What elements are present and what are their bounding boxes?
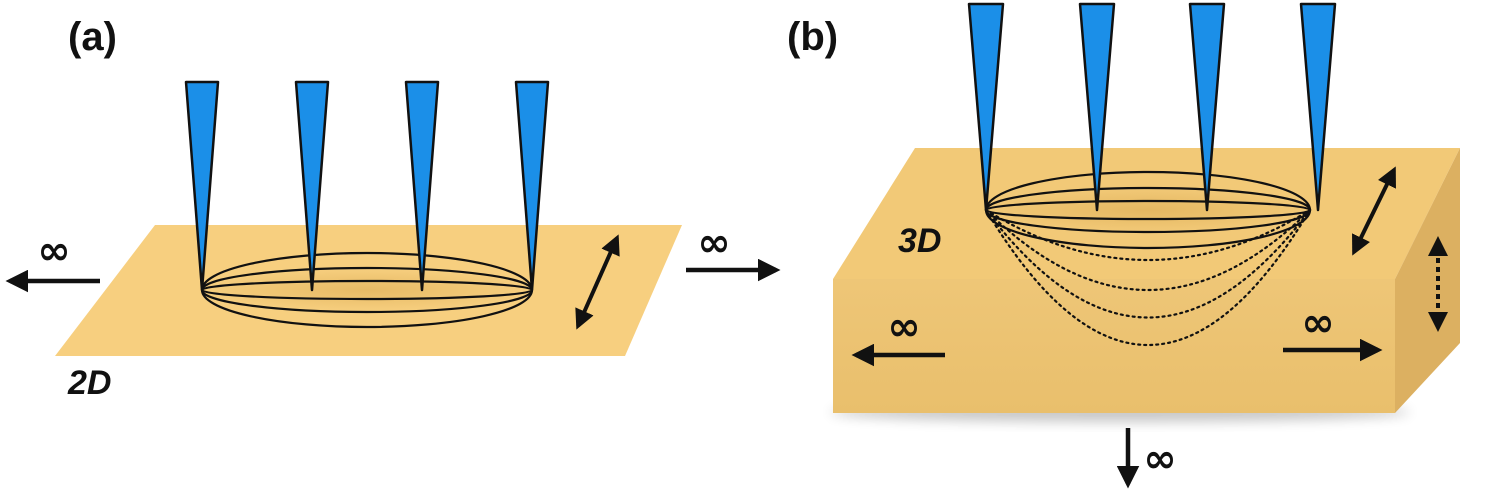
- probe-tips: [967, 2, 1337, 212]
- infinity-label: ∞: [1143, 436, 1176, 482]
- probe-tips: [184, 80, 550, 292]
- probe-tip-icon: [184, 80, 220, 292]
- infinity-label: ∞: [887, 304, 920, 350]
- probe-tip-icon: [1188, 2, 1226, 212]
- panel-a-label: (a): [68, 15, 117, 59]
- probe-tip-icon: [1078, 2, 1116, 212]
- dimension-label-3d: 3D: [898, 222, 941, 260]
- probe-tip-icon: [1299, 2, 1337, 212]
- infinity-label: ∞: [697, 220, 730, 266]
- contact-shadow: [197, 268, 537, 312]
- block-front-face: [833, 279, 1395, 413]
- infinity-label: ∞: [37, 228, 70, 274]
- double-arrow-icon: [1352, 166, 1396, 256]
- dimension-label-2d: 2D: [67, 364, 111, 402]
- double-arrow-icon: [575, 234, 620, 330]
- probe-tip-icon: [514, 80, 550, 292]
- probe-tip-icon: [294, 80, 330, 292]
- bulk-current-paths: [984, 208, 1312, 346]
- panel-b-label: (b): [787, 15, 838, 59]
- panel-b: (b) 3D ∞ ∞: [787, 2, 1460, 489]
- probe-tip-icon: [967, 2, 1005, 212]
- panel-a: (a) ∞ ∞ 2D: [5, 15, 781, 402]
- probe-tip-icon: [404, 80, 440, 292]
- block-side-face: [1395, 148, 1460, 413]
- contact-shadow: [983, 188, 1313, 232]
- infinity-label: ∞: [1301, 300, 1334, 346]
